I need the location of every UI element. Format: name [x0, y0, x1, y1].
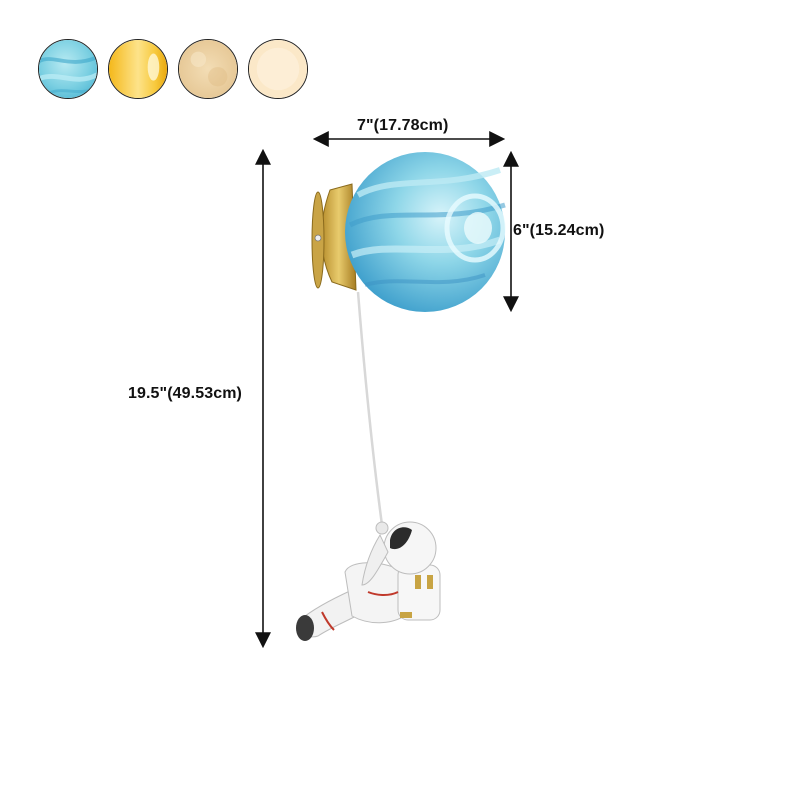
- gold-swatch-image: [109, 40, 167, 98]
- globe-shade: [345, 152, 506, 312]
- color-swatch-cream[interactable]: [248, 39, 308, 99]
- total-height-dimension-label: 19.5"(49.53cm): [128, 385, 242, 402]
- color-swatch-beige[interactable]: [178, 39, 238, 99]
- beige-swatch-image: [179, 40, 237, 98]
- shade-height-dimension-label: 6"(15.24cm): [513, 222, 605, 239]
- cream-swatch-image: [249, 40, 307, 98]
- astronaut-figure: [296, 521, 441, 641]
- color-swatch-blue[interactable]: [38, 39, 98, 99]
- blue-swatch-image: [39, 40, 97, 98]
- wall-mount-base: [311, 183, 357, 291]
- color-swatch-gold[interactable]: [108, 39, 168, 99]
- width-dimension-label: 7"(17.78cm): [357, 117, 449, 134]
- color-options: [38, 39, 318, 101]
- hanging-cord: [356, 291, 384, 526]
